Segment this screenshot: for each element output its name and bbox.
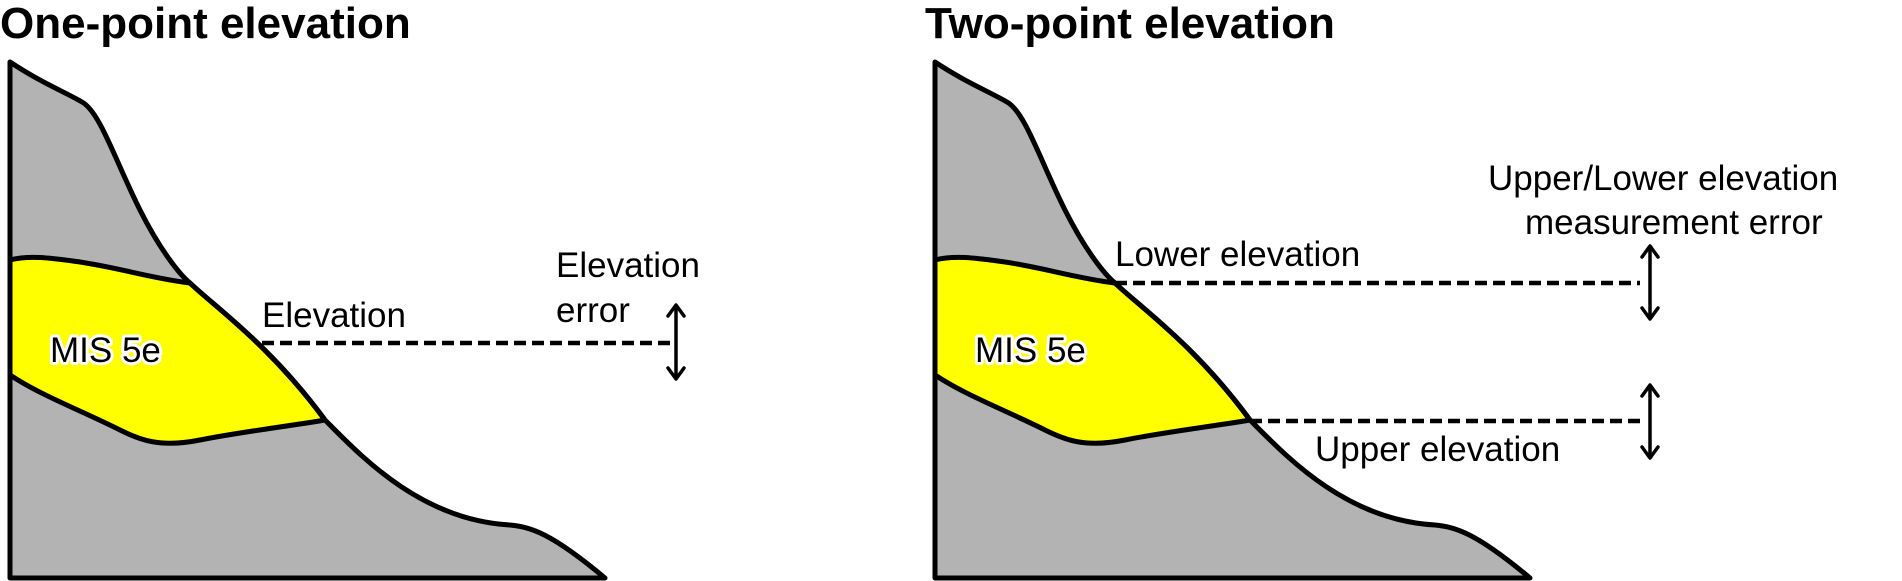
upper-elevation-label: Upper elevation <box>1315 430 1560 469</box>
unit-label: MIS 5e <box>50 331 161 370</box>
lower-error-arrow-icon <box>1640 244 1660 321</box>
elevation-error-label-line2: error <box>556 291 630 330</box>
measurement-error-label-line2: measurement error <box>1525 203 1823 242</box>
lower-elevation-label: Lower elevation <box>1115 235 1360 274</box>
panel-one-point: One-point elevation MIS 5e Elevation Ele… <box>0 0 700 581</box>
hillside-cross-section <box>935 62 1530 578</box>
hillside-cross-section <box>10 62 605 578</box>
panel-title-two-point: Two-point elevation <box>925 0 1335 48</box>
elevation-error-arrow-icon <box>666 303 686 381</box>
elevation-error-label-line1: Elevation <box>556 246 700 285</box>
panel-title-one-point: One-point elevation <box>0 0 411 48</box>
terrain-outline <box>7 59 608 581</box>
upper-error-arrow-icon <box>1640 383 1660 460</box>
elevation-label: Elevation <box>262 296 406 335</box>
panel-two-point: Two-point elevation MIS 5e Lower elevati… <box>925 0 1838 581</box>
terrain-outline <box>932 59 1533 581</box>
measurement-error-label-line1: Upper/Lower elevation <box>1488 159 1838 198</box>
unit-label: MIS 5e <box>975 331 1086 370</box>
